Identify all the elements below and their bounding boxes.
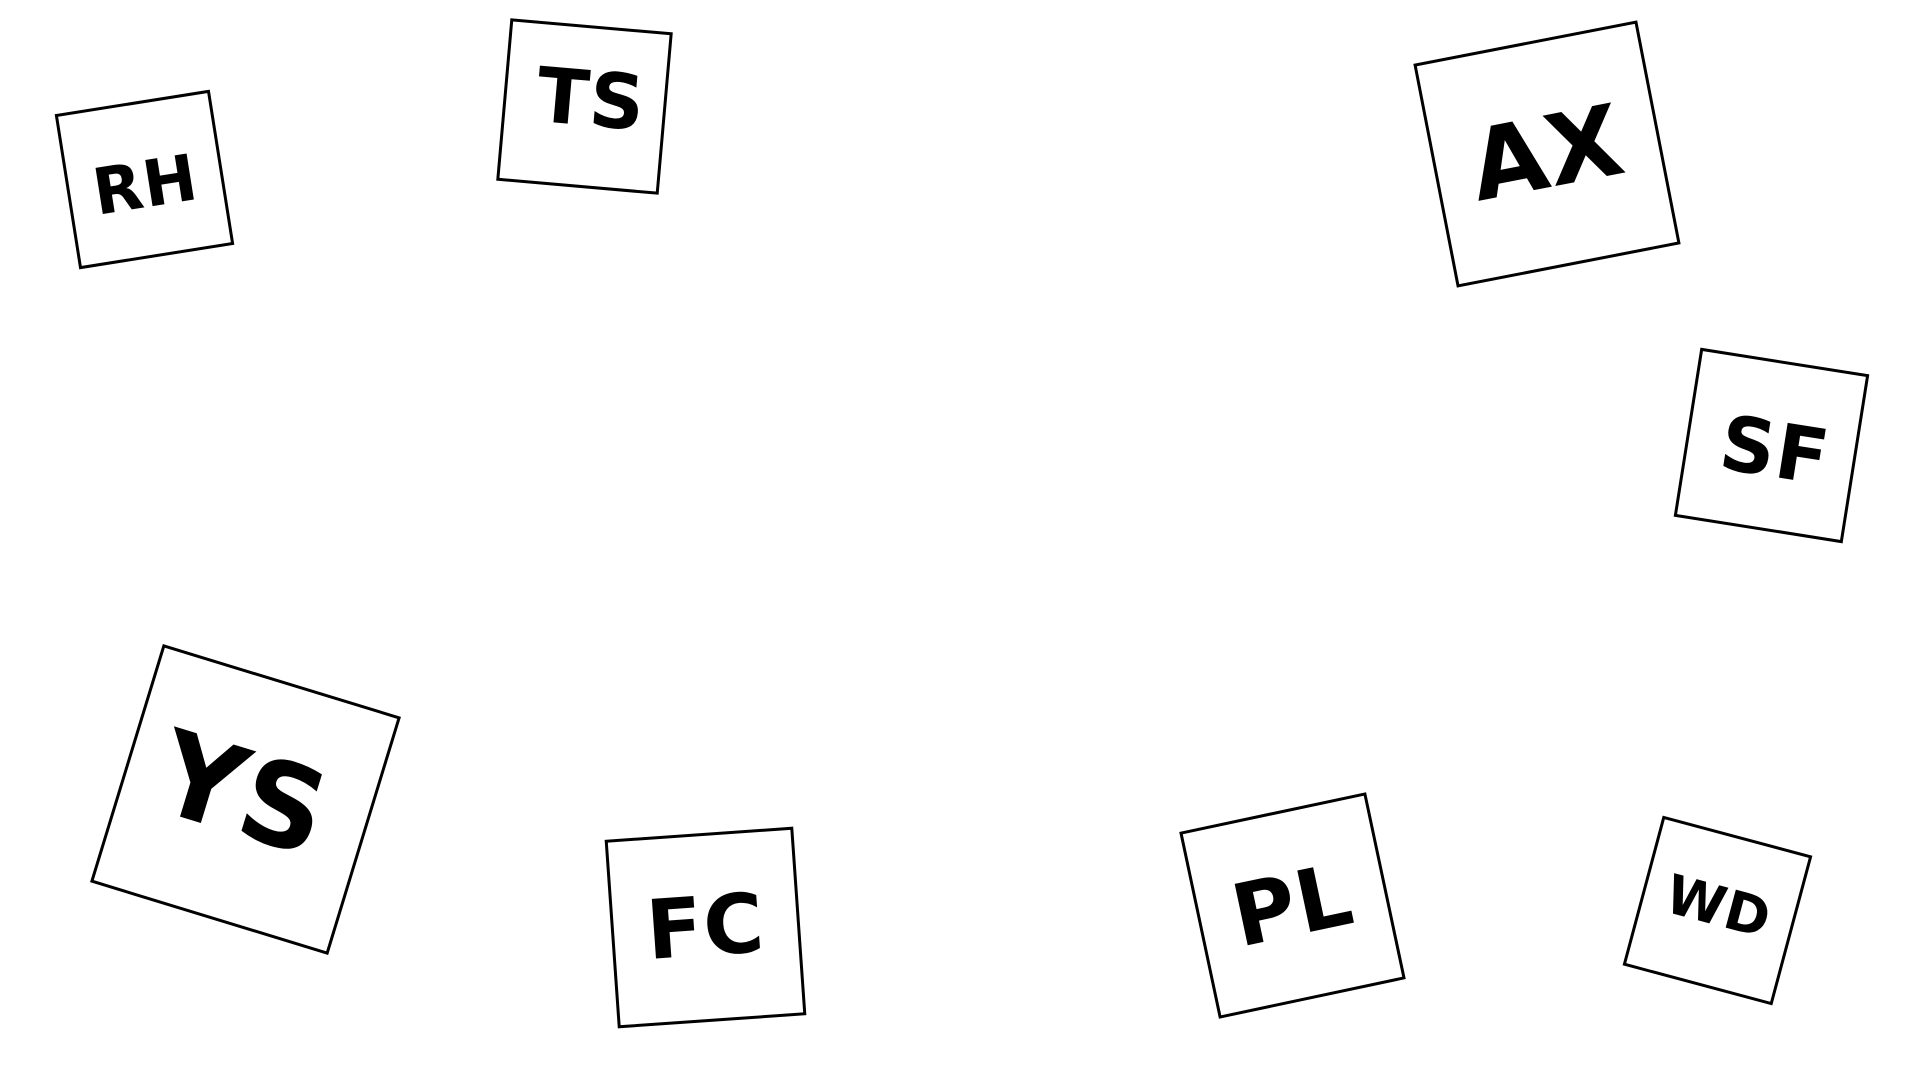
tile-fc[interactable]: FC bbox=[604, 826, 807, 1029]
tile-ys[interactable]: YS bbox=[90, 644, 401, 955]
tile-ax[interactable]: AX bbox=[1413, 20, 1681, 288]
tile-sf[interactable]: SF bbox=[1673, 347, 1870, 544]
tile-label: FC bbox=[643, 875, 768, 979]
tile-wd[interactable]: WD bbox=[1622, 815, 1813, 1006]
tile-rh[interactable]: RH bbox=[54, 89, 235, 270]
tile-label: YS bbox=[142, 704, 344, 884]
tile-pl[interactable]: PL bbox=[1179, 792, 1406, 1019]
tile-label: AX bbox=[1460, 83, 1634, 225]
tile-label: RH bbox=[87, 140, 204, 231]
tile-label: WD bbox=[1659, 861, 1779, 951]
tile-label: TS bbox=[533, 49, 650, 148]
tile-label: PL bbox=[1223, 844, 1362, 967]
tile-label: SF bbox=[1714, 397, 1836, 503]
tile-ts[interactable]: TS bbox=[496, 18, 673, 195]
